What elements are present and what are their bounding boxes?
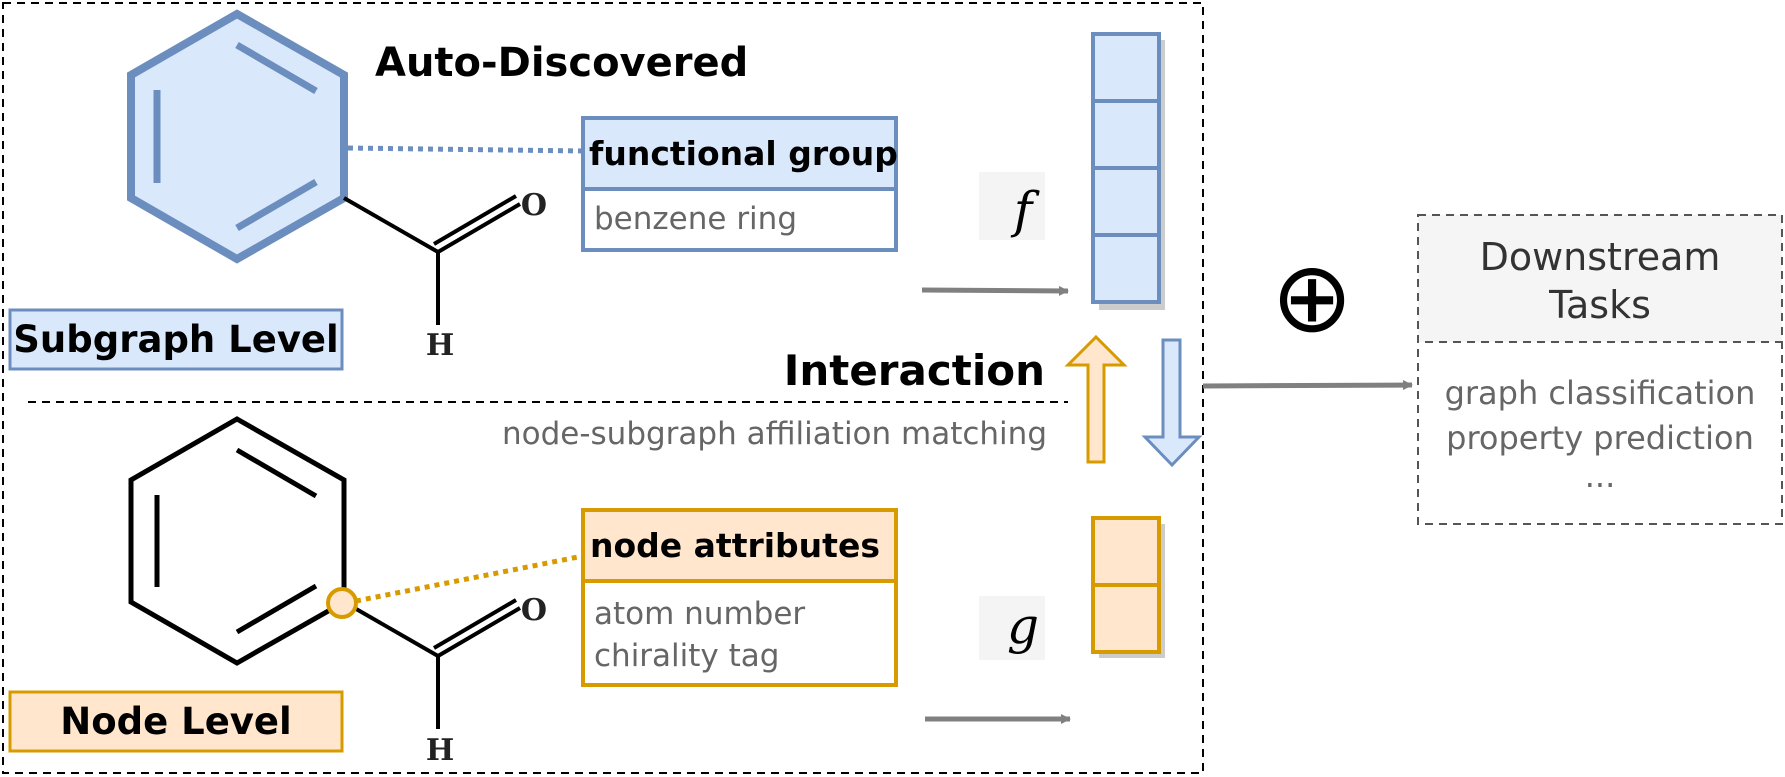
downstream-header: [1417, 214, 1783, 343]
subgraph-arrow: [921, 285, 1069, 296]
node-embedding-vector: [1091, 516, 1165, 658]
up-arrow: [1064, 334, 1128, 464]
benzene-ring: [128, 416, 347, 666]
down-arrow: [1141, 338, 1203, 468]
chirality-tag-value: chirality tag: [594, 638, 779, 674]
carbonyl-bond: [343, 600, 439, 658]
inner-double-bond: [235, 41, 318, 95]
oxygen-atom: O: [521, 593, 547, 628]
subgraph-level-badge: [8, 308, 344, 371]
subgraph-embedding-vector: [1091, 32, 1165, 310]
subgraph-connector: [347, 145, 584, 154]
highlighted-atom-node: [326, 587, 358, 619]
interaction-title: Interaction: [784, 346, 1045, 395]
oxygen-atom: O: [521, 188, 547, 223]
card-header: [581, 116, 898, 191]
vector-cell: [1091, 516, 1161, 587]
task-graph-classification: graph classification: [1445, 374, 1756, 412]
c-o-double-bond: [432, 598, 518, 650]
node-attributes-title: node attributes: [590, 526, 880, 565]
node-connector: [355, 553, 584, 604]
downstream-title-line-1: Downstream: [1480, 235, 1721, 279]
output-arrow: [1202, 380, 1413, 391]
atom-number-value: atom number: [594, 596, 805, 632]
task-property-prediction: property prediction: [1446, 419, 1754, 457]
task-more-ellipsis: ...: [1585, 457, 1616, 495]
benzene-ring-value: benzene ring: [594, 201, 797, 237]
downstream-tasks-box: Downstream Tasks graph classification pr…: [1417, 214, 1783, 525]
downstream-title-line-2: Tasks: [1548, 283, 1651, 327]
inner-double-bond: [235, 178, 318, 232]
benzene-ring-highlight: [127, 9, 348, 264]
main-container: [2, 2, 1204, 774]
node-level-badge: [8, 690, 344, 753]
vector-cell: [1091, 99, 1161, 170]
functional-group-card: functional group benzene ring: [581, 116, 898, 252]
g-symbol-bg: [979, 596, 1045, 660]
f-symbol-bg: [979, 172, 1045, 240]
c-o-double-bond: [432, 194, 518, 246]
subgraph-molecule: O H: [127, 9, 547, 363]
subgraph-level-label: Subgraph Level: [13, 318, 338, 361]
node-attributes-card: node attributes atom number chirality ta…: [581, 508, 898, 687]
hydrogen-atom: H: [426, 328, 454, 363]
vector-cell: [1091, 32, 1161, 103]
card-header: [581, 508, 898, 583]
c-o-double-bond: [436, 202, 522, 254]
vector-cell: [1091, 233, 1161, 304]
node-level-label: Node Level: [60, 700, 291, 743]
node-molecule: O H: [128, 416, 547, 768]
g-symbol: g: [1007, 597, 1039, 655]
functional-group-title: functional group: [589, 134, 898, 173]
inner-double-bond: [235, 583, 318, 635]
vector-cell: [1091, 583, 1161, 654]
c-o-double-bond: [436, 606, 522, 658]
carbonyl-bond: [343, 196, 439, 254]
combine-symbol: ⊕: [1271, 241, 1353, 355]
inner-double-bond: [235, 447, 318, 499]
auto-discovered-label: Auto-Discovered: [375, 40, 748, 86]
hydrogen-atom: H: [426, 733, 454, 768]
vector-cell: [1091, 166, 1161, 237]
interaction-subtitle: node-subgraph affiliation matching: [502, 416, 1047, 452]
